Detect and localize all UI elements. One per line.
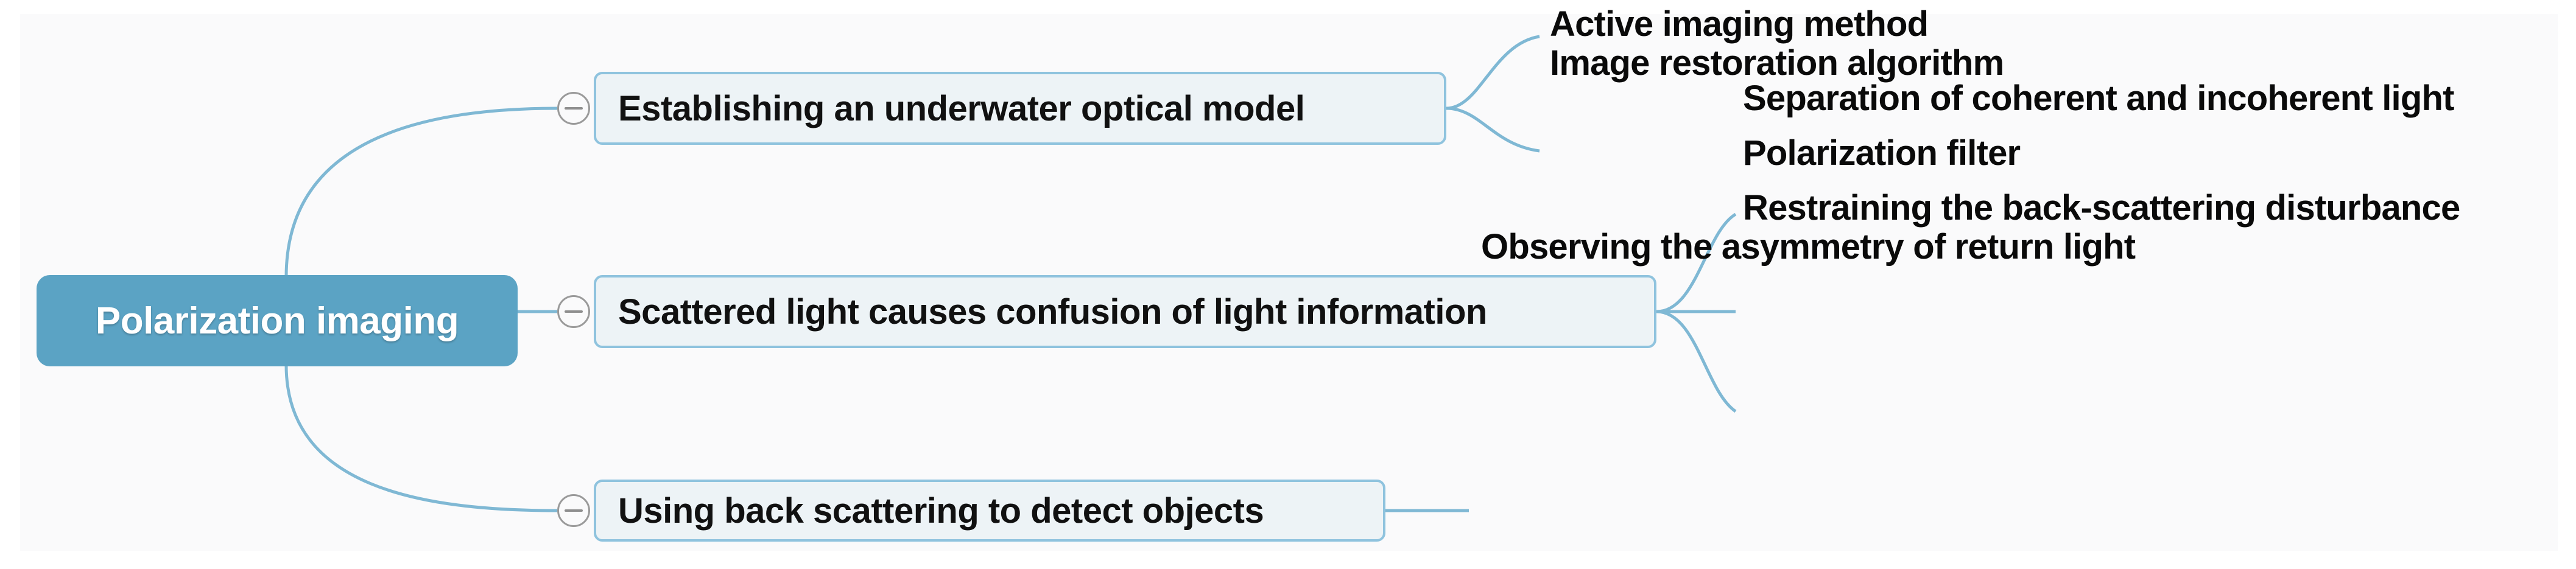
branch-node-2[interactable]: Scattered light causes confusion of ligh… xyxy=(594,275,1656,348)
root-node[interactable]: Polarization imaging xyxy=(37,275,518,366)
minus-circle-icon-branch-3[interactable] xyxy=(557,494,590,527)
minus-circle-icon-branch-1[interactable] xyxy=(557,92,590,125)
leaf-node-polarization-filter[interactable]: Polarization filter xyxy=(1743,133,2021,173)
branch-node-1[interactable]: Establishing an underwater optical model xyxy=(594,72,1446,145)
leaf-node-active-imaging-method[interactable]: Active imaging method xyxy=(1550,4,1929,44)
leaf-node-separation-of-coherent-and-incoherent-light[interactable]: Separation of coherent and incoherent li… xyxy=(1743,79,2454,118)
branch-node-1-label: Establishing an underwater optical model xyxy=(618,88,1305,128)
minus-circle-icon-branch-2[interactable] xyxy=(557,295,590,328)
branch-node-3[interactable]: Using back scattering to detect objects xyxy=(594,480,1385,542)
branch-node-3-label: Using back scattering to detect objects xyxy=(618,490,1264,531)
root-node-label: Polarization imaging xyxy=(95,299,459,342)
leaf-node-restraining-the-back-scattering-disturbance[interactable]: Restraining the back-scattering disturba… xyxy=(1743,188,2460,228)
branch-node-2-label: Scattered light causes confusion of ligh… xyxy=(618,291,1487,332)
leaf-node-observing-the-asymmetry-of-return-light[interactable]: Observing the asymmetry of return light xyxy=(1481,227,2136,267)
leaf-node-image-restoration-algorithm[interactable]: Image restoration algorithm xyxy=(1550,43,2004,83)
